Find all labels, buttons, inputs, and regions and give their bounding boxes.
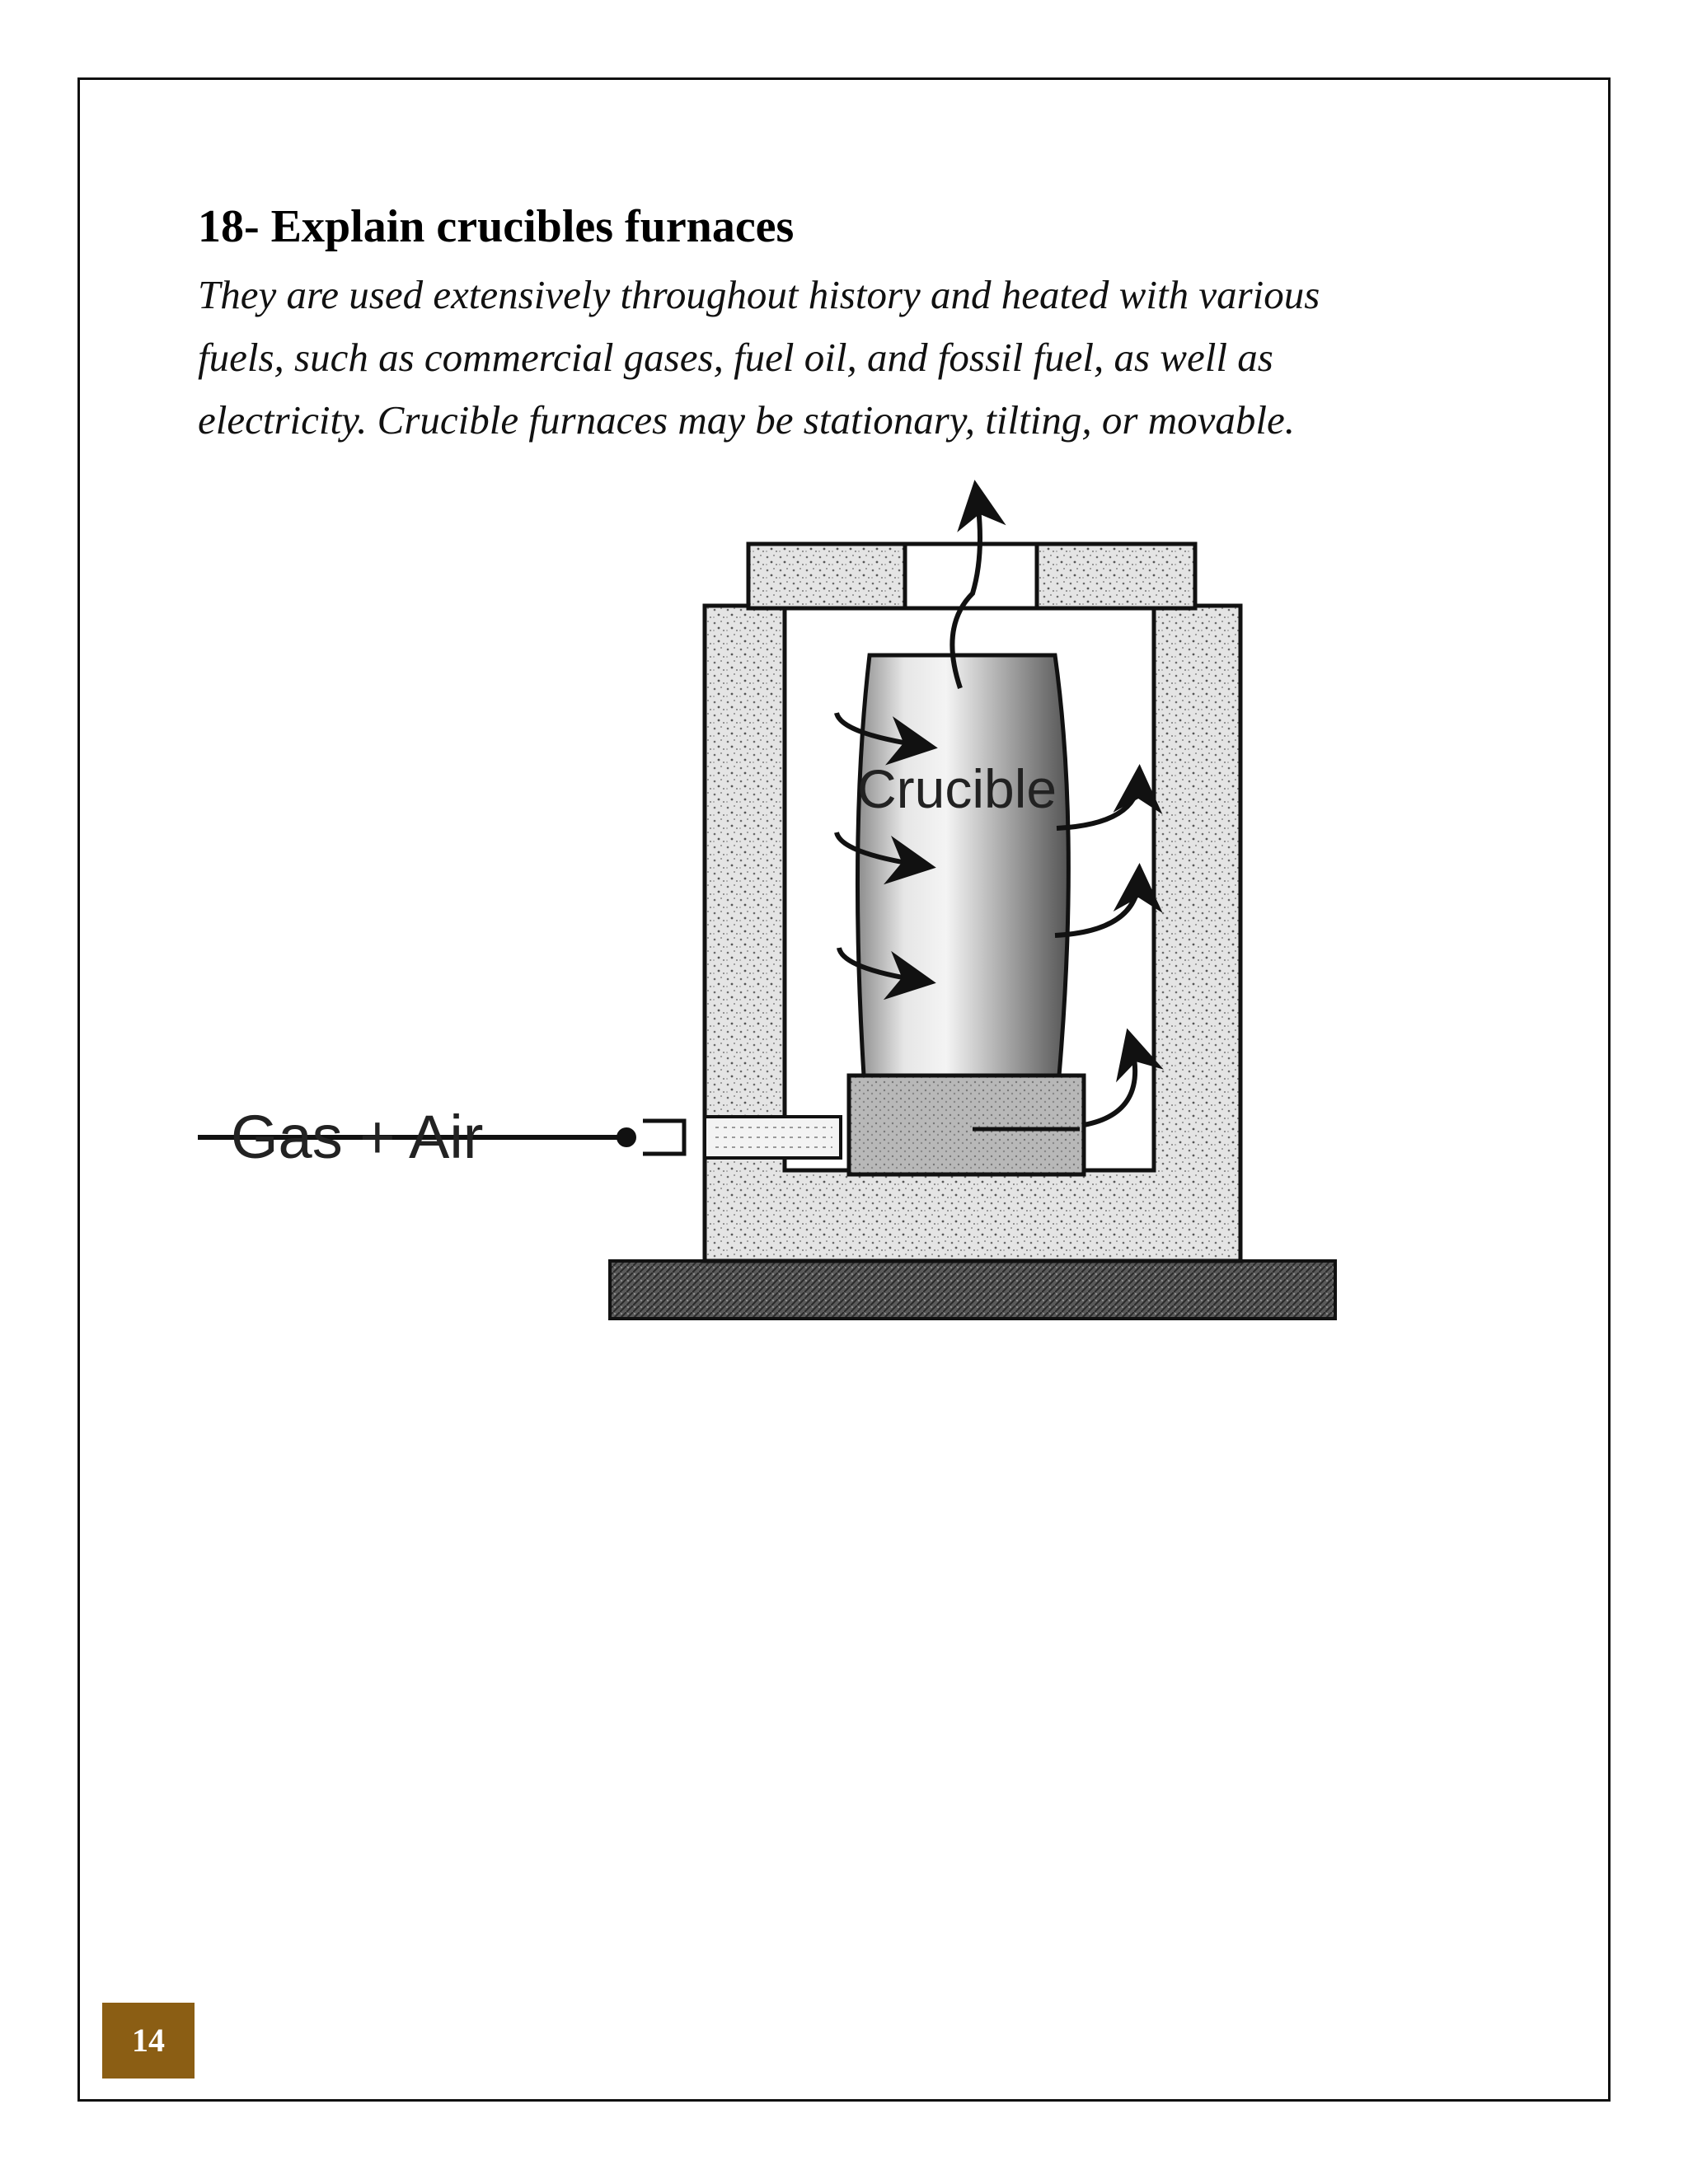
heat-arrow	[834, 712, 938, 766]
paragraph-line: They are used extensively throughout his…	[198, 272, 1320, 317]
heat-arrow	[1083, 1028, 1164, 1127]
page-number-badge: 14	[102, 2003, 195, 2079]
furnace-lid-left	[746, 541, 907, 611]
exhaust-arrow	[950, 480, 1006, 689]
gas-inlet-nozzle	[643, 1118, 687, 1156]
burner-port	[703, 1115, 842, 1160]
heat-arrow	[837, 947, 936, 1001]
page-frame	[77, 77, 1611, 2102]
inlet-label: Gas + Air	[231, 1103, 483, 1171]
heat-arrow	[834, 831, 936, 885]
crucible-pedestal	[846, 1073, 1086, 1177]
body-paragraph: They are used extensively throughout his…	[198, 264, 1484, 452]
crucible	[855, 653, 1071, 1078]
heat-arrow	[1054, 863, 1163, 938]
paragraph-line: electricity. Crucible furnaces may be st…	[198, 397, 1295, 443]
furnace-lid-right	[1034, 541, 1198, 611]
paragraph-line: fuels, such as commercial gases, fuel oi…	[198, 335, 1273, 380]
crucible-label: Crucible	[857, 758, 1057, 819]
crucible-furnace-figure: Crucible Gas + Air	[198, 462, 1368, 1352]
heat-arrow	[1056, 764, 1163, 831]
ground-base	[608, 1259, 1337, 1320]
furnace-diagram: Crucible Gas + Air	[198, 480, 1337, 1320]
gas-inlet-valve	[617, 1127, 636, 1147]
section-heading: 18- Explain crucibles furnaces	[198, 201, 795, 252]
